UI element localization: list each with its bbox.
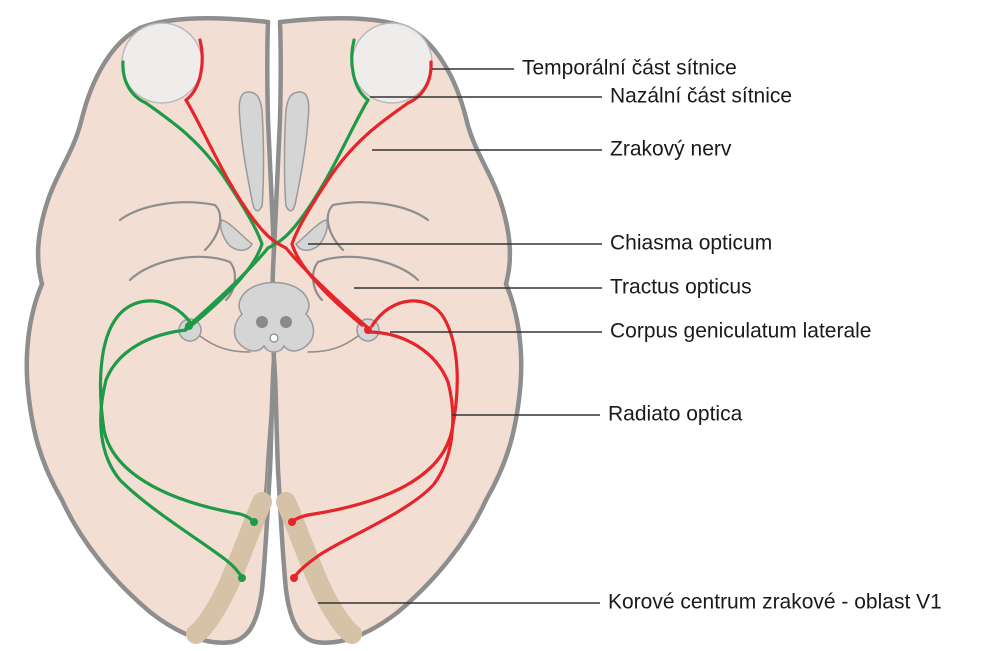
red-lgn-synapse xyxy=(364,326,372,334)
label-optic-radiation: Radiato optica xyxy=(608,403,743,426)
label-optic-nerve: Zrakový nerv xyxy=(610,138,732,161)
label-lgn: Corpus geniculatum laterale xyxy=(610,320,871,343)
label-temporal-retina: Temporální část sítnice xyxy=(522,57,737,80)
label-optic-tract: Tractus opticus xyxy=(610,276,752,299)
right-eye xyxy=(352,23,432,103)
green-lgn-synapse xyxy=(185,322,193,330)
label-visual-cortex: Korové centrum zrakové - oblast V1 xyxy=(608,591,942,614)
green-terminal-upper xyxy=(250,518,258,526)
red-terminal-lower xyxy=(290,574,298,582)
red-terminal-upper xyxy=(288,518,296,526)
left-eye xyxy=(122,23,202,103)
midbrain-aqueduct xyxy=(270,334,278,342)
label-optic-chiasm: Chiasma opticum xyxy=(610,232,772,255)
eyes xyxy=(122,23,432,103)
labels: Temporální část sítnice Nazální část sít… xyxy=(522,57,942,614)
label-nasal-retina: Nazální část sítnice xyxy=(610,85,792,108)
right-mammillary-body xyxy=(280,316,292,328)
left-mammillary-body xyxy=(256,316,268,328)
green-terminal-lower xyxy=(238,574,246,582)
